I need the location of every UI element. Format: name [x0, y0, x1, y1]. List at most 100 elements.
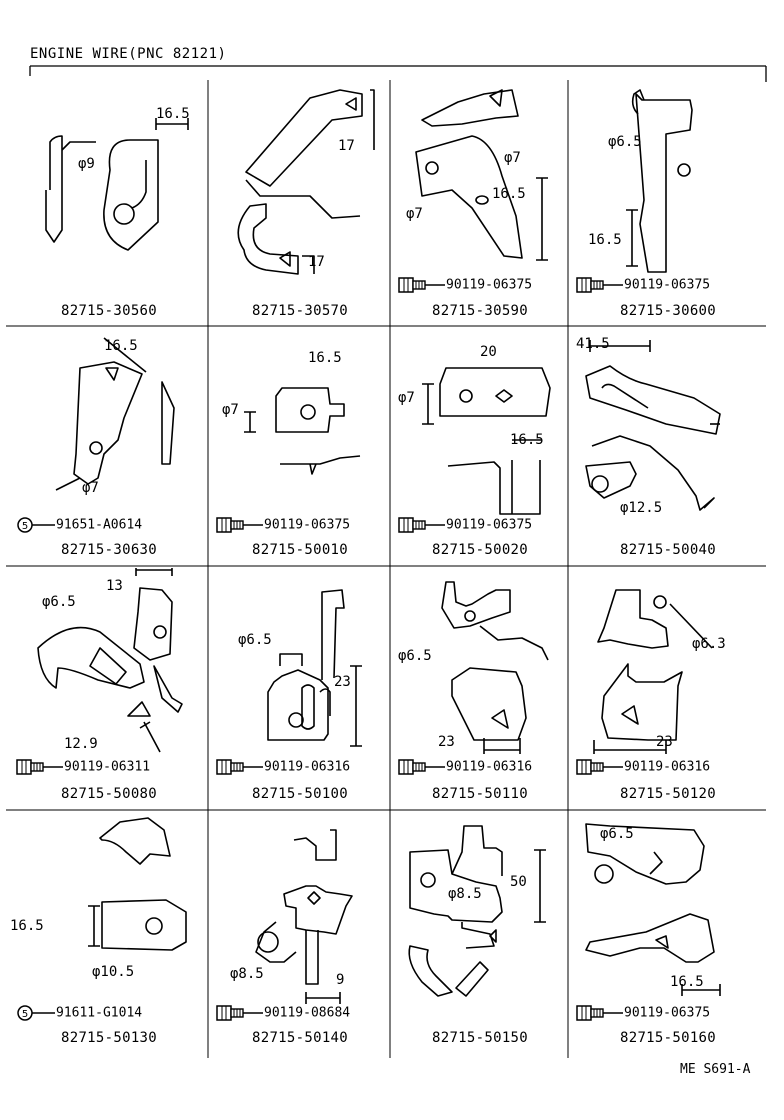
dimension-label: φ7	[222, 402, 239, 418]
fastener-part-number: 91611-G1014	[56, 1005, 143, 1021]
part-drawing	[408, 825, 546, 997]
part-number: 82715-30630	[60, 542, 158, 558]
part-number: 82715-50130	[60, 1030, 158, 1046]
fastener-callout: 5 91611-G1014	[10, 1004, 208, 1022]
fastener-part-number: 91651-A0614	[56, 517, 143, 533]
fastener-callout: 90119-06311	[10, 758, 208, 776]
part-cell: φ6.3 23 90119-06316 82715-50120	[570, 568, 766, 810]
fastener-part-number: 90119-06316	[624, 759, 711, 775]
bolt-icon	[576, 277, 623, 293]
part-drawing	[88, 817, 187, 951]
part-number: 82715-50020	[431, 542, 529, 558]
fastener-part-number: 90119-06375	[264, 517, 351, 533]
dimension-label: φ8.5	[448, 886, 482, 902]
part-cell: φ7 16.5 φ7 90119-06375 82715-30590	[392, 80, 568, 326]
part-number: 82715-50120	[619, 786, 717, 802]
dimension-label: φ7	[398, 390, 415, 406]
part-drawing	[267, 589, 362, 747]
page-title: ENGINE WIRE(PNC 82121)	[30, 46, 227, 62]
dimension-label: φ6.5	[42, 594, 76, 610]
dimension-label: 16.5	[104, 338, 138, 354]
part-number: 82715-50110	[431, 786, 529, 802]
dimension-label: φ7	[504, 150, 521, 166]
part-number: 82715-30560	[60, 303, 158, 319]
dimension-label: φ7	[82, 480, 99, 496]
bolt-icon	[398, 277, 445, 293]
fastener-callout: 90119-06316	[210, 758, 390, 776]
fastener-callout: 90119-06375	[210, 516, 390, 534]
dimension-label: 23	[656, 734, 673, 750]
part-drawing	[244, 387, 361, 475]
dimension-label: φ6.5	[398, 648, 432, 664]
part-drawing	[593, 589, 713, 754]
part-cell: 16.5 φ7 5 91651-A0614 82715-30630	[10, 328, 208, 566]
dimension-label: 20	[480, 344, 497, 360]
part-drawing	[37, 568, 183, 753]
dimension-label: 13	[106, 578, 123, 594]
dimension-label: 17	[308, 254, 325, 270]
dimension-label: 12.9	[64, 736, 98, 752]
dimension-label: φ6.5	[238, 632, 272, 648]
bolt-icon	[216, 759, 263, 775]
fastener-part-number: 90119-06311	[64, 759, 151, 775]
dimension-label: 9	[336, 972, 345, 988]
dimension-label: 17	[338, 138, 355, 154]
fastener-callout: 5 91651-A0614	[10, 516, 208, 534]
part-drawing	[585, 340, 721, 511]
fastener-callout: 90119-06375	[570, 276, 766, 294]
part-number: 82715-30600	[619, 303, 717, 319]
part-number: 82715-50100	[251, 786, 349, 802]
dimension-label: 16.5	[588, 232, 622, 248]
fastener-part-number: 90119-06375	[446, 277, 533, 293]
part-number: 82715-50150	[431, 1030, 529, 1046]
diagram-code: ME S691-A	[680, 1062, 751, 1077]
part-number: 82715-30590	[431, 303, 529, 319]
dimension-label: φ9	[78, 156, 95, 172]
part-drawing	[422, 367, 551, 515]
bolt-icon	[576, 759, 623, 775]
fastener-part-number: 90119-06316	[264, 759, 351, 775]
dimension-label: 16.5	[492, 186, 526, 202]
part-drawing	[626, 89, 693, 273]
svg-text:5: 5	[22, 1009, 28, 1020]
part-drawing	[255, 829, 353, 1004]
fastener-part-number: 90119-08684	[264, 1005, 351, 1021]
dimension-label: φ7	[406, 206, 423, 222]
dimension-label: 23	[438, 734, 455, 750]
dimension-label: φ6.3	[692, 636, 726, 652]
bolt-icon	[398, 759, 445, 775]
part-number: 82715-50040	[619, 542, 717, 558]
fastener-part-number: 90119-06375	[446, 517, 533, 533]
part-drawing	[585, 823, 721, 996]
part-number: 82715-50140	[251, 1030, 349, 1046]
fastener-callout: 90119-06375	[392, 276, 568, 294]
dimension-label: 16.5	[10, 918, 44, 934]
svg-text:5: 5	[22, 521, 28, 532]
fastener-callout: 90119-06316	[392, 758, 568, 776]
bolt-icon	[576, 1005, 623, 1021]
part-cell: 50 φ8.5 82715-50150	[392, 812, 568, 1058]
fastener-callout: 90119-06375	[570, 1004, 766, 1022]
part-drawing	[415, 89, 548, 261]
part-cell: 17 17 82715-30570	[210, 80, 390, 326]
bolt-icon	[398, 517, 445, 533]
part-number: 82715-50010	[251, 542, 349, 558]
fastener-callout: 90119-08684	[210, 1004, 390, 1022]
dimension-label: φ10.5	[92, 964, 135, 980]
dimension-label: φ6.5	[608, 134, 642, 150]
part-drawing	[55, 337, 175, 491]
dimension-label: 16.5	[510, 432, 544, 448]
dimension-label: 16.5	[308, 350, 342, 366]
dimension-label: φ6.5	[600, 826, 634, 842]
part-number: 82715-30570	[251, 303, 349, 319]
bolt-icon	[216, 517, 263, 533]
part-cell: φ6.5 23 90119-06316 82715-50110	[392, 568, 568, 810]
part-cell: φ6.5 16.5 90119-06375 82715-30600	[570, 80, 766, 326]
dimension-label: 50	[510, 874, 527, 890]
